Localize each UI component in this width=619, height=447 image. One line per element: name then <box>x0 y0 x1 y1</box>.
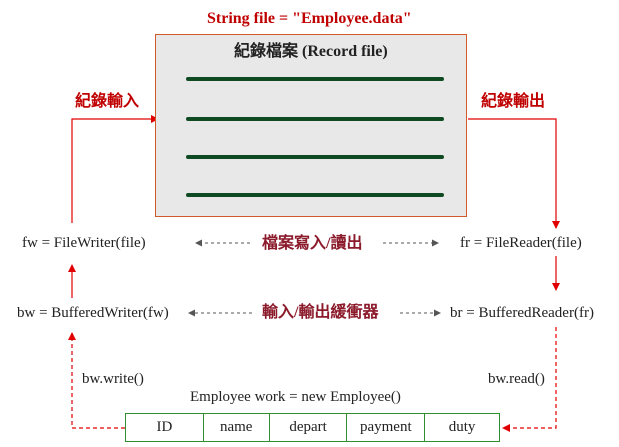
record-line <box>186 77 444 81</box>
record-file-box: 紀錄檔案 (Record file) <box>155 34 467 217</box>
record-line <box>186 193 444 197</box>
employee-fields-row: ID name depart payment duty <box>125 413 500 442</box>
field-duty: duty <box>448 419 476 435</box>
record-line <box>186 117 444 121</box>
record-line <box>186 155 444 159</box>
record-input-arrow <box>71 115 159 223</box>
field-id: ID <box>126 414 204 441</box>
field-depart: depart <box>270 414 348 441</box>
file-rw-label: 檔案寫入/讀出 <box>262 235 363 252</box>
record-input-label: 紀錄輸入 <box>75 93 140 110</box>
read-call-label: bw.read() <box>488 371 545 387</box>
record-output-arrow <box>468 118 560 229</box>
read-dashed-arrow <box>502 327 557 432</box>
write-dashed-arrow <box>68 332 125 429</box>
file-writer-label: fw = FileWriter(file) <box>22 235 146 251</box>
file-reader-label: fr = FileReader(file) <box>460 235 582 251</box>
buffer-label: 輸入/輸出緩衝器 <box>262 304 379 321</box>
string-file-label: String file = "Employee.data" <box>207 10 412 27</box>
field-name: name <box>204 414 270 441</box>
write-call-label: bw.write() <box>82 371 144 387</box>
record-file-title: 紀錄檔案 (Record file) <box>234 43 388 60</box>
employee-declaration: Employee work = new Employee() <box>190 389 401 405</box>
record-output-label: 紀錄輸出 <box>481 93 546 110</box>
buffered-reader-label: br = BufferedReader(fr) <box>450 305 594 321</box>
buffered-writer-label: bw = BufferedWriter(fw) <box>17 305 169 321</box>
field-payment: payment <box>347 414 426 441</box>
